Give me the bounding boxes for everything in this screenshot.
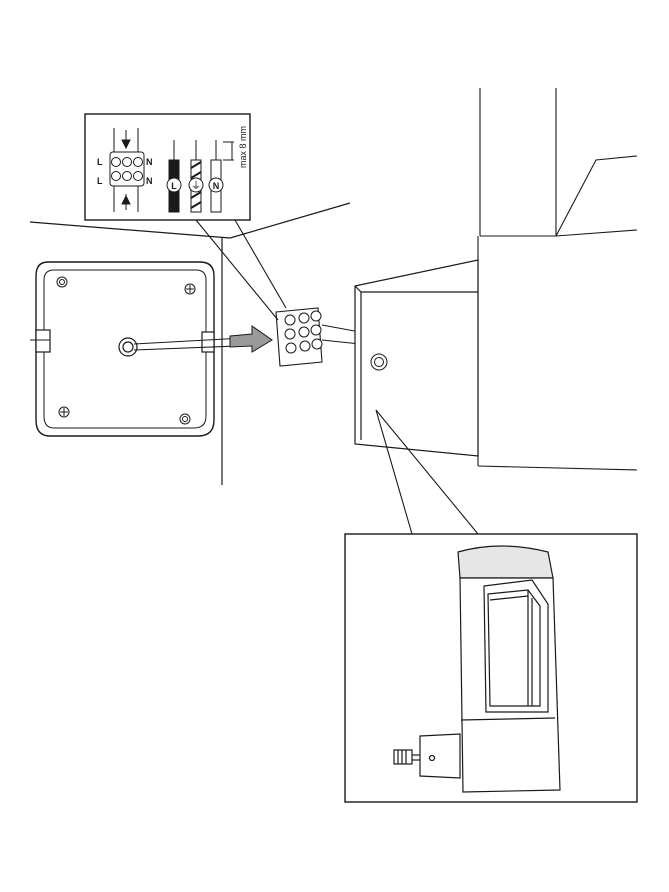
cable-entry — [118, 337, 138, 357]
lamp-detail-callout — [344, 533, 638, 803]
screw-hole-bottom-right — [179, 413, 191, 425]
strip-length-bracket — [223, 141, 234, 161]
terminal-block — [275, 307, 361, 367]
strip-length-label: max 8 mm — [238, 126, 248, 168]
wire-neutral — [208, 140, 224, 213]
callout-leader-wiring — [195, 219, 287, 321]
mounting-plate — [30, 261, 215, 437]
terminal-label-right-bottom: N — [146, 176, 153, 186]
insert-arrow — [229, 325, 273, 353]
lamp-base-cable-hole — [370, 353, 388, 371]
screw-hole-top-left — [56, 276, 68, 288]
terminal-label-right-top: N — [146, 157, 153, 167]
wire-live-label: L — [171, 181, 177, 191]
wire-neutral-label: N — [213, 181, 220, 191]
wire-earth-label: ⏚ — [191, 180, 201, 192]
screw-hole-bottom-left — [58, 406, 70, 418]
screw-hole-top-right — [184, 283, 196, 295]
terminal-label-left-top: L — [97, 157, 103, 167]
wall-lines — [29, 202, 351, 485]
terminal-label-left-bottom: L — [97, 176, 103, 186]
wall-corner — [477, 88, 638, 471]
connector-schematic — [109, 128, 145, 212]
wire-live — [166, 140, 182, 213]
lamp-base — [354, 259, 479, 457]
bollard-lamp — [393, 545, 561, 793]
wire-earth — [188, 140, 204, 213]
callout-leader-lamp — [375, 409, 479, 535]
wiring-detail-callout: L L N N L ⏚ N max 8 mm — [84, 113, 251, 221]
